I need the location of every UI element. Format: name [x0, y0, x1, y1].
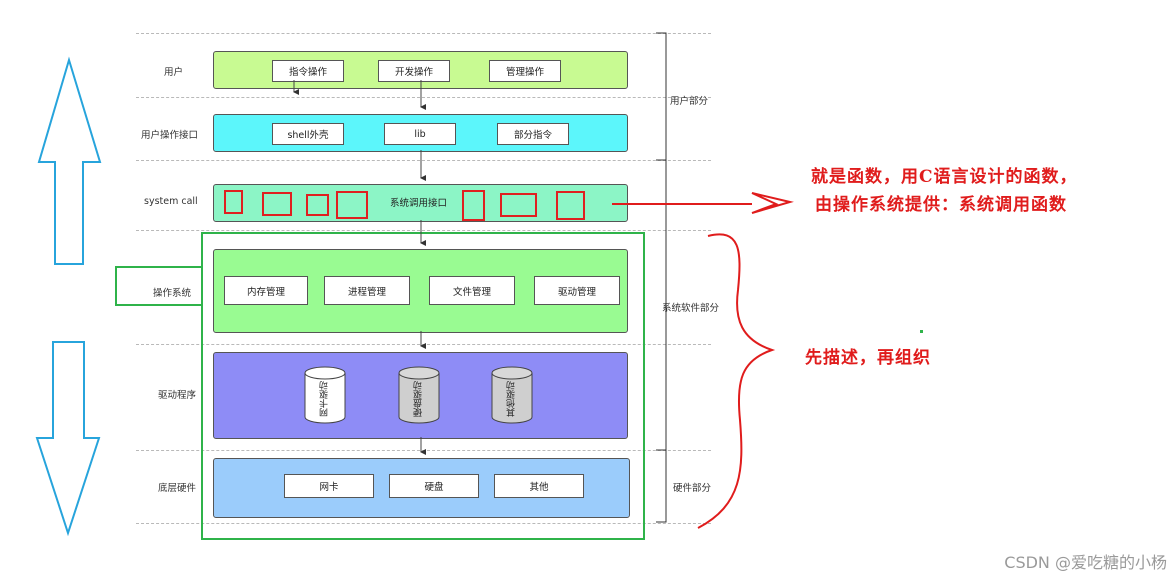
syscall-function-box — [462, 190, 485, 221]
file-management-box: 文件管理 — [429, 276, 515, 305]
row-label-user: 用户 — [164, 67, 184, 78]
lib-box: lib — [384, 123, 456, 145]
row-label-system-call: system call — [144, 196, 198, 207]
nic-box: 网卡 — [284, 474, 374, 498]
syscall-function-box — [306, 194, 329, 216]
row-separator — [136, 230, 711, 231]
manage-op-box: 管理操作 — [489, 60, 561, 82]
disk-box: 硬盘 — [389, 474, 479, 498]
memory-management-box: 内存管理 — [224, 276, 308, 305]
row-label-user-interface: 用户操作接口 — [141, 130, 199, 141]
syscall-function-box — [500, 193, 537, 217]
nic-driver-cylinder — [304, 366, 346, 424]
dev-op-box: 开发操作 — [378, 60, 450, 82]
row-label-driver: 驱动程序 — [158, 390, 197, 401]
syscall-function-box — [336, 191, 368, 219]
watermark: CSDN @爱吃糖的小杨 — [1004, 553, 1167, 572]
row-separator — [136, 523, 711, 524]
row-separator — [136, 160, 711, 161]
syscall-function-box — [556, 191, 585, 220]
annotation-describe-organize: 先描述，再组织 — [805, 348, 931, 368]
other-driver-cylinder — [491, 366, 533, 424]
annotation-syscall-line1: 就是函数，用C语言设计的函数， — [811, 167, 1078, 187]
row-separator — [136, 97, 711, 98]
annotation-syscall-line2: 由操作系统提供：系统调用函数 — [815, 195, 1067, 215]
row-label-hardware: 底层硬件 — [158, 483, 197, 494]
other-hardware-box: 其他 — [494, 474, 584, 498]
row-separator — [136, 33, 711, 34]
syscall-interface-label: 系统调用接口 — [390, 198, 448, 209]
row-label-os: 操作系统 — [153, 288, 192, 299]
system-software-highlight — [201, 232, 645, 540]
hardware-part-label: 硬件部分 — [673, 483, 712, 494]
disk-driver-cylinder — [398, 366, 440, 424]
command-op-box: 指令操作 — [272, 60, 344, 82]
user-part-label: 用户部分 — [670, 96, 709, 107]
driver-management-box: 驱动管理 — [534, 276, 620, 305]
system-software-part-label: 系统软件部分 — [662, 303, 720, 314]
syscall-function-box — [262, 192, 292, 216]
process-management-box: 进程管理 — [324, 276, 410, 305]
partial-commands-box: 部分指令 — [497, 123, 569, 145]
syscall-function-box — [224, 190, 243, 214]
shell-box: shell外壳 — [272, 123, 344, 145]
